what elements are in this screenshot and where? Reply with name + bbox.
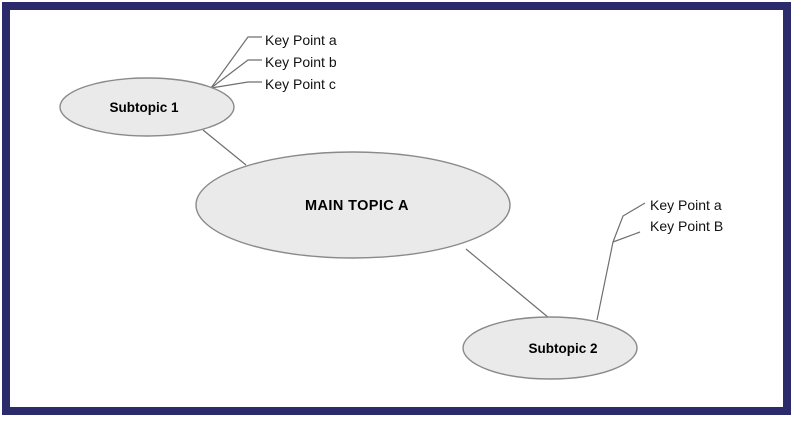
node-subtopic-2[interactable]: Subtopic 2 xyxy=(462,316,638,380)
edge-main-subtopic2 xyxy=(465,248,550,319)
key-point-label-c-left: Key Point c xyxy=(265,76,336,92)
key-point-labels-subtopic-1: Key Point a Key Point b Key Point c xyxy=(265,32,337,92)
main-topic-a-ellipse[interactable] xyxy=(195,151,511,259)
branch-line-key-point-a-left xyxy=(210,36,262,89)
branch-stem-subtopic-2 xyxy=(596,241,614,321)
subtopic-2-label: Subtopic 2 xyxy=(528,341,597,356)
key-point-label-a-left: Key Point a xyxy=(265,32,337,48)
main-topic-a-label: MAIN TOPIC A xyxy=(305,198,409,214)
branch-group-subtopic-2 xyxy=(596,202,646,321)
subtopic-1-label: Subtopic 1 xyxy=(109,100,178,115)
edge-subtopic1-main xyxy=(202,129,247,166)
branch-line-key-point-b-right xyxy=(612,231,641,243)
key-point-label-b-right: Key Point B xyxy=(650,218,723,234)
branch-line-key-point-c-left xyxy=(210,81,262,89)
edge-group xyxy=(202,129,550,319)
node-subtopic-1[interactable]: Subtopic 1 xyxy=(59,77,235,137)
subtopic-2-ellipse[interactable] xyxy=(462,316,638,380)
subtopic-1-ellipse[interactable] xyxy=(59,77,235,137)
key-point-labels-subtopic-2: Key Point a Key Point B xyxy=(650,197,723,234)
branch-group-subtopic-1 xyxy=(210,36,262,89)
key-point-label-a-right: Key Point a xyxy=(650,197,722,213)
branch-line-key-point-a-right xyxy=(612,202,646,243)
key-point-label-b-left: Key Point b xyxy=(265,54,337,70)
node-main-topic-a[interactable]: MAIN TOPIC A xyxy=(195,151,511,259)
branch-line-key-point-b-left xyxy=(210,59,262,89)
